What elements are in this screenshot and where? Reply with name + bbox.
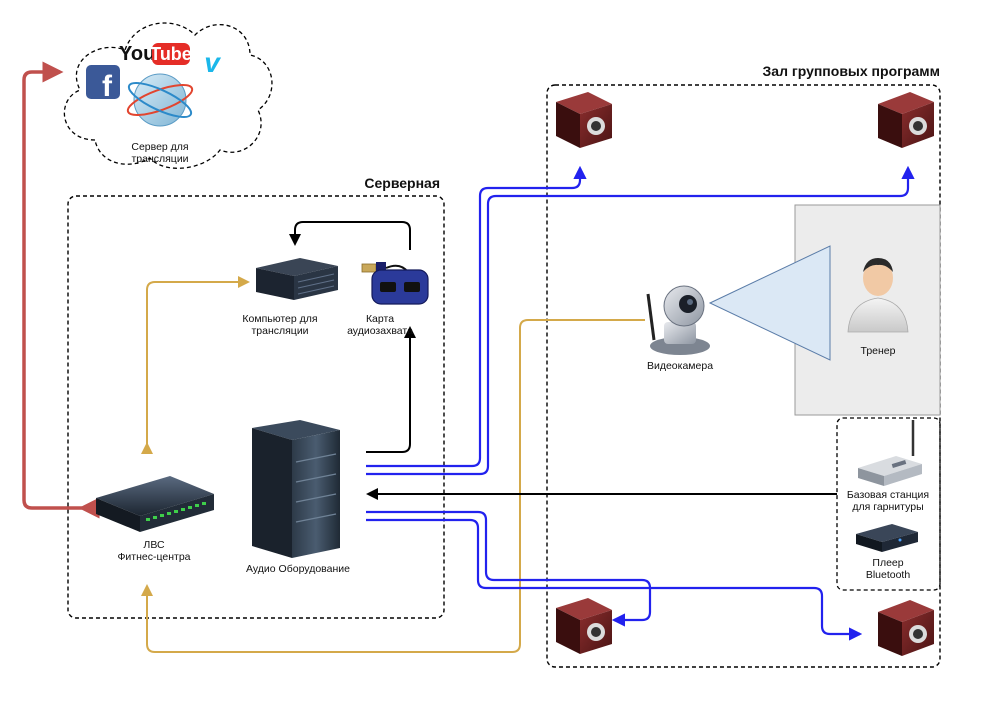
facebook-logo-text: f [102,70,113,103]
capture-card-label-1: Карта [366,313,394,325]
globe-server-icon [126,73,194,127]
bluetooth-player-icon [856,524,918,552]
speaker-bottom-left-icon [556,598,612,654]
stream-computer-icon [256,258,338,300]
trainer-label: Тренер [861,345,896,357]
cloud-server-label-2: трансляции [131,153,188,165]
player-label-2: Bluetooth [866,569,911,581]
speaker-bottom-right-icon [878,600,934,656]
audio-equipment-label: Аудио Оборудование [246,563,350,575]
wireless-devices-zone [836,417,941,591]
speaker-top-right-icon [878,92,934,148]
capture-card-label-2: аудиозахвата [347,325,413,337]
control-link-capture-computer [289,221,411,250]
internet-link [22,61,100,519]
player-label-1: Плеер [872,557,903,569]
lan-label-2: Фитнес-центра [117,551,190,563]
facebook-icon: f [86,65,120,103]
lan-switch-icon [96,476,214,532]
server-room-title: Серверная [364,175,440,191]
stream-computer-label-2: трансляции [251,325,308,337]
camera-label: Видеокамера [647,360,713,372]
cloud-server-label-1: Сервер для [131,141,188,153]
youtube-logo-tube: Tube [150,44,192,64]
base-station-icon [858,420,922,486]
vimeo-icon: v [204,47,221,78]
speaker-top-left-icon [556,92,612,148]
stream-computer-label-1: Компьютер для [242,313,317,325]
audio-link-speaker-bottom-left [366,510,652,627]
video-camera-icon [646,285,710,355]
youtube-icon: You Tube [119,43,192,65]
trainer-icon [847,258,909,333]
base-station-label-1: Базовая станция [847,489,929,501]
audio-link-speaker-top-left [366,165,587,468]
audio-rack-icon [252,420,340,558]
audio-capture-card-icon [361,262,429,305]
audio-link-speaker-top-right [366,165,915,476]
camera-view-cone [708,245,831,361]
video-link-camera-lan [141,319,645,653]
base-station-label-2: для гарнитуры [852,501,923,513]
audio-link-speaker-bottom-right [366,518,863,641]
video-link-lan-computer [141,276,250,454]
control-link-audio-capture [366,326,416,453]
youtube-logo-you: You [119,43,155,65]
lan-label-1: ЛВС [143,539,165,551]
group-hall-title: Зал групповых программ [763,63,940,79]
